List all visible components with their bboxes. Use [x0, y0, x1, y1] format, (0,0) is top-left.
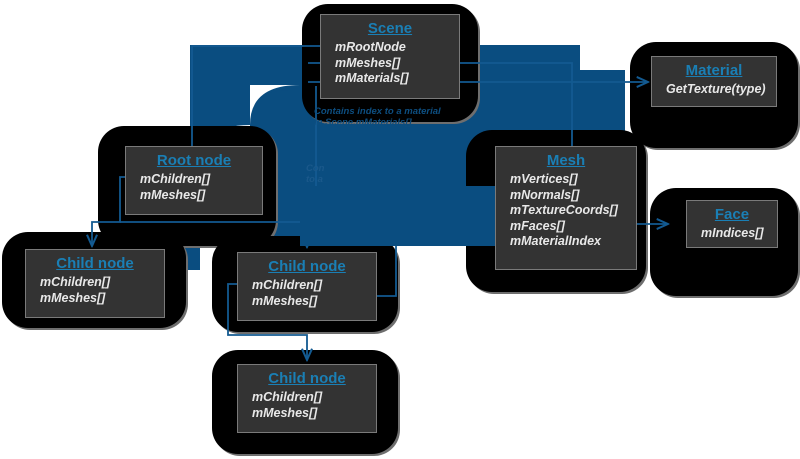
root-node-title: Root node [156, 152, 232, 169]
field-mrootnode: mRootNode [335, 40, 406, 54]
field-mmaterialindex: mMaterialIndex [510, 234, 602, 248]
uml-box-child-node-left[interactable]: Child node mChildren[] mMeshes[] [25, 249, 165, 318]
mesh-fields: mVertices[] mNormals[] mTextureCoords[] … [506, 172, 626, 250]
field-mmaterials: mMaterials[] [335, 71, 409, 85]
field-cm-mmeshes: mMeshes[] [252, 293, 318, 308]
field-mfaces: mFaces[] [510, 218, 565, 233]
field-mvertices: mVertices[] [510, 172, 578, 186]
field-cm-mchildren: mChildren[] [252, 278, 323, 292]
field-root-mchildren: mChildren[] [140, 172, 211, 186]
root-node-fields: mChildren[] mMeshes[] [136, 172, 252, 203]
uml-box-scene[interactable]: Scene mRootNode mMeshes[] mMaterials[] [320, 14, 460, 99]
child-left-fields: mChildren[] mMeshes[] [36, 275, 154, 306]
field-mmeshes: mMeshes[] [335, 55, 401, 70]
child-middle-fields: mChildren[] mMeshes[] [248, 278, 366, 309]
scene-fields: mRootNode mMeshes[] mMaterials[] [331, 40, 449, 87]
uml-box-material[interactable]: Material GetTexture(type) [651, 56, 777, 107]
child-bottom-title: Child node [268, 370, 346, 387]
face-fields: mIndices[] [697, 226, 767, 242]
uml-box-mesh[interactable]: Mesh mVertices[] mNormals[] mTextureCoor… [495, 146, 637, 270]
field-cl-mmeshes: mMeshes[] [40, 290, 106, 305]
field-root-mmeshes: mMeshes[] [140, 187, 206, 202]
child-middle-title: Child node [268, 258, 346, 275]
field-mindices: mIndices[] [701, 226, 764, 240]
face-title: Face [714, 206, 750, 223]
field-cl-mchildren: mChildren[] [40, 275, 111, 289]
field-cb-mchildren: mChildren[] [252, 390, 323, 404]
mesh-title: Mesh [546, 152, 586, 169]
uml-box-root-node[interactable]: Root node mChildren[] mMeshes[] [125, 146, 263, 215]
field-mtexturecoords: mTextureCoords[] [510, 203, 618, 217]
child-left-title: Child node [56, 255, 134, 272]
uml-box-child-node-middle[interactable]: Child node mChildren[] mMeshes[] [237, 252, 377, 321]
field-mnormals: mNormals[] [510, 187, 580, 202]
child-bottom-fields: mChildren[] mMeshes[] [248, 390, 366, 421]
uml-box-face[interactable]: Face mIndices[] [686, 200, 778, 248]
scene-title: Scene [367, 20, 413, 37]
field-gettexture: GetTexture(type) [666, 82, 766, 96]
uml-box-child-node-bottom[interactable]: Child node mChildren[] mMeshes[] [237, 364, 377, 433]
field-cb-mmeshes: mMeshes[] [252, 405, 318, 420]
material-fields: GetTexture(type) [662, 82, 766, 98]
material-title: Material [685, 62, 743, 79]
